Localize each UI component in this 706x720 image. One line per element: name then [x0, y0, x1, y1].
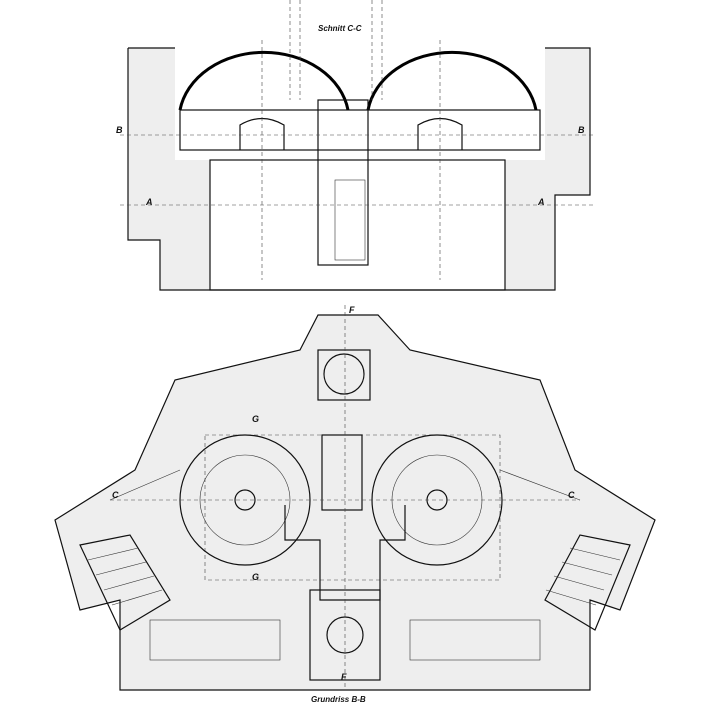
stair-right	[544, 534, 631, 631]
section-drawing: Schnitt C-C B B A A	[116, 0, 595, 291]
marker-c-left: C	[112, 490, 119, 500]
periscope-room	[317, 349, 371, 401]
marker-a-right: A	[537, 197, 545, 207]
stair-left	[79, 534, 171, 631]
plan-outline	[54, 314, 656, 691]
section-outline	[127, 47, 591, 291]
stairwell	[334, 179, 366, 261]
section-body	[128, 48, 590, 290]
marker-a-left: A	[145, 197, 153, 207]
marker-b-right: B	[578, 125, 585, 135]
corridor	[284, 505, 406, 601]
dome-right	[366, 50, 538, 111]
periscope-well	[323, 353, 365, 395]
central-passage	[321, 434, 363, 511]
turret-base	[179, 109, 541, 151]
marker-b-left: B	[116, 125, 123, 135]
marker-g-top: G	[252, 414, 259, 424]
lower-chamber	[209, 159, 506, 291]
marker-c-right: C	[568, 490, 575, 500]
marker-f-bottom: F	[341, 672, 347, 682]
dome-left	[178, 50, 350, 111]
section-title: Schnitt C-C	[318, 24, 362, 33]
plan-drawing: F F C C G G Grundriss B-B	[54, 305, 656, 704]
plan-title: Grundriss B-B	[311, 695, 366, 704]
central-shaft	[317, 99, 369, 266]
marker-g-bottom: G	[252, 572, 259, 582]
marker-f-top: F	[349, 305, 355, 315]
